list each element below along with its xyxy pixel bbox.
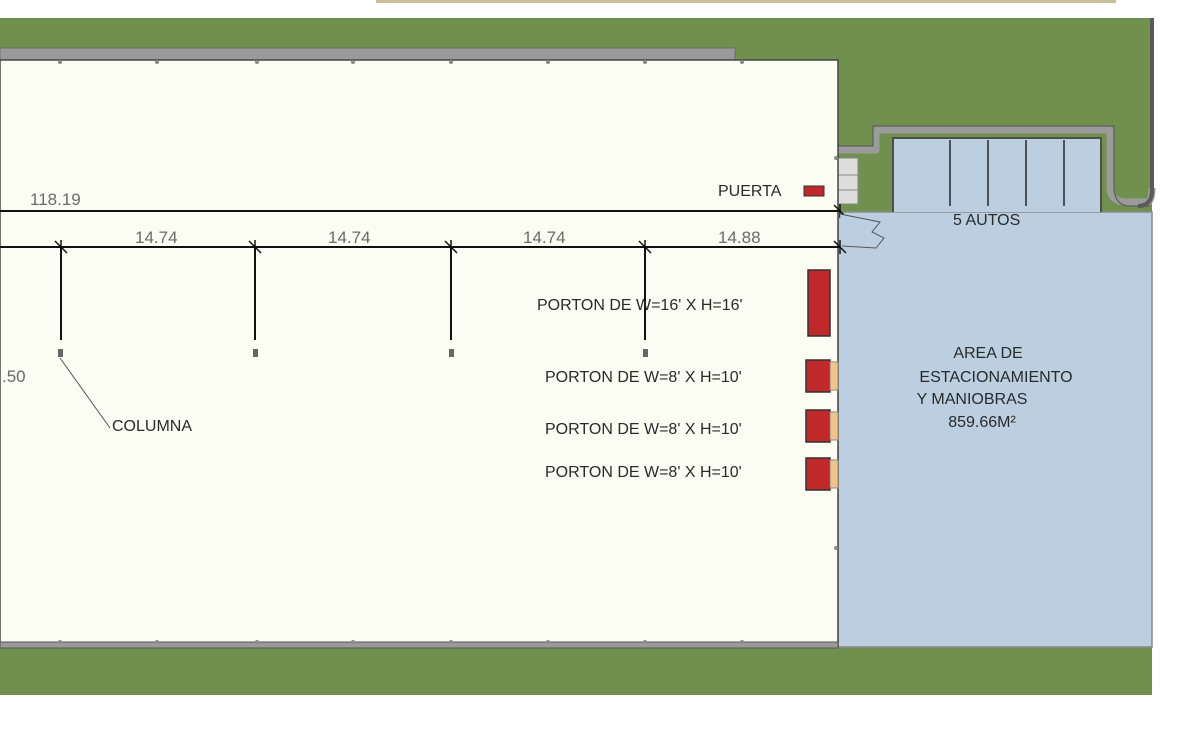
gate-small-2-frame <box>829 411 839 441</box>
overall-dimension: 118.19 <box>30 190 81 209</box>
parking-area-line1: AREA DE <box>953 345 1022 362</box>
right-curb <box>1137 18 1154 208</box>
gate-small-1-frame <box>829 361 839 391</box>
warehouse-floor <box>0 59 839 648</box>
entry-block <box>837 157 859 205</box>
bay-dimension-1: 14.74 <box>135 228 178 247</box>
parking-area-line2: ESTACIONAMIENTO <box>919 369 1072 386</box>
column-label: COLUMNA <box>112 418 192 435</box>
door-label: PUERTA <box>718 183 782 200</box>
bottom-wall <box>0 641 839 649</box>
gate-small-3-label: PORTON DE W=8' X H=10' <box>545 464 742 481</box>
column-lines <box>60 247 646 340</box>
gate-small-2-label: PORTON DE W=8' X H=10' <box>545 421 742 438</box>
bay-dimension-2: 14.74 <box>328 228 371 247</box>
gate-small-3 <box>805 457 831 491</box>
parking-spots-label: 5 AUTOS <box>953 212 1020 229</box>
gate-large-label: PORTON DE W=16' X H=16' <box>537 297 743 314</box>
top-edge-strip <box>376 0 1116 3</box>
door-symbol <box>803 185 825 197</box>
top-wall <box>0 47 736 61</box>
curb-path-outline <box>838 125 1150 207</box>
gate-large <box>807 269 831 337</box>
parking-stalls <box>949 140 1065 206</box>
parking-bay-enclosure <box>893 138 1101 212</box>
gate-small-3-frame <box>829 459 839 489</box>
column-leader <box>59 357 111 429</box>
wall-ticks <box>58 60 838 644</box>
gate-small-2 <box>805 409 831 443</box>
curb-inner-outline <box>892 137 1102 212</box>
parking-area-size: 859.66M² <box>948 414 1016 431</box>
side-dimension: .50 <box>2 367 26 386</box>
door-swing-icon <box>839 213 885 249</box>
bay-dimension-3: 14.74 <box>523 228 566 247</box>
gate-small-1-label: PORTON DE W=8' X H=10' <box>545 369 742 386</box>
bay-dimension-4: 14.88 <box>718 228 761 247</box>
gate-small-1 <box>805 359 831 393</box>
parking-area-line3: Y MANIOBRAS <box>917 391 1028 408</box>
column-markers <box>58 349 648 357</box>
